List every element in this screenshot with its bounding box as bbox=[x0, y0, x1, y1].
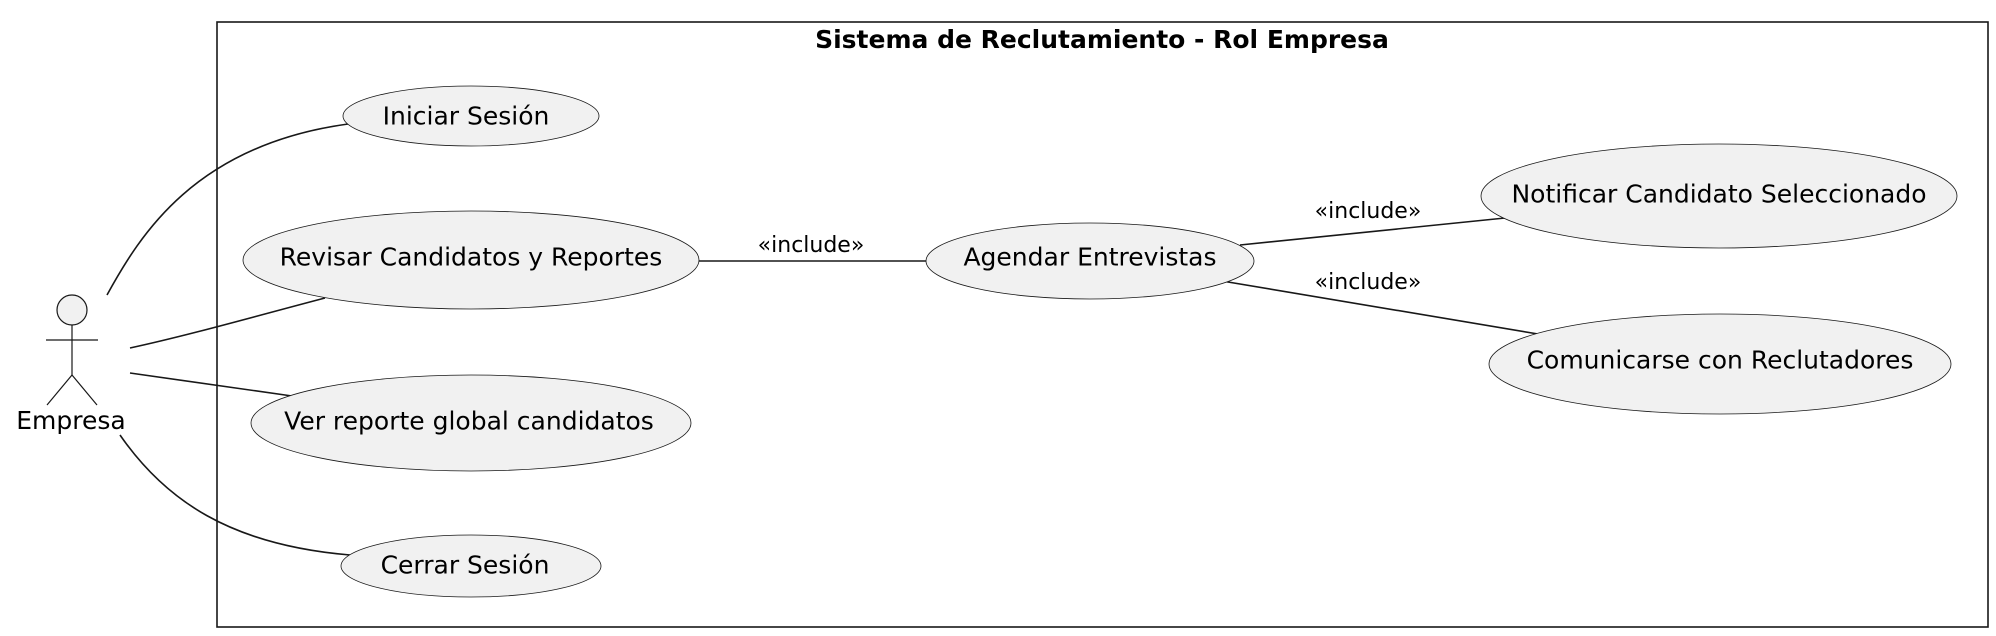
association-revisar-candidatos bbox=[129, 297, 326, 349]
actor-right-leg bbox=[71, 374, 98, 406]
use-case-shape bbox=[1480, 143, 1958, 249]
system-title: Sistema de Reclutamiento - Rol Empresa bbox=[815, 25, 1389, 54]
include-label-comunicarse: «include» bbox=[1315, 270, 1422, 295]
use-case-label: Notificar Candidato Seleccionado bbox=[1511, 180, 1926, 209]
actor-head bbox=[56, 294, 88, 326]
include-label-agendar: «include» bbox=[758, 233, 865, 258]
use-case-shape bbox=[1488, 313, 1952, 415]
use-case-cerrar-sesion[interactable]: Cerrar Sesión bbox=[340, 534, 602, 598]
use-case-label: Iniciar Sesión bbox=[383, 102, 550, 131]
use-case-agendar-entrevistas[interactable]: Agendar Entrevistas bbox=[925, 222, 1255, 300]
use-case-notificar-candidato[interactable]: Notificar Candidato Seleccionado bbox=[1480, 143, 1958, 249]
use-case-ver-reporte-global[interactable]: Ver reporte global candidatos bbox=[250, 374, 692, 472]
association-cerrar-sesion bbox=[119, 434, 351, 556]
use-case-label: Revisar Candidatos y Reportes bbox=[280, 243, 663, 272]
use-case-shape bbox=[250, 374, 692, 472]
use-case-shape bbox=[925, 222, 1255, 300]
use-case-shape bbox=[340, 534, 602, 598]
include-edge-notificar bbox=[1239, 217, 1506, 246]
use-case-comunicarse-reclutadores[interactable]: Comunicarse con Reclutadores bbox=[1488, 313, 1952, 415]
use-case-revisar-candidatos[interactable]: Revisar Candidatos y Reportes bbox=[242, 210, 700, 310]
actor-label: Empresa bbox=[16, 406, 125, 435]
use-case-label: Cerrar Sesión bbox=[381, 551, 550, 580]
include-label-notificar: «include» bbox=[1315, 199, 1422, 224]
use-case-label: Ver reporte global candidatos bbox=[284, 407, 654, 436]
use-case-shape bbox=[242, 210, 700, 310]
use-case-label: Agendar Entrevistas bbox=[963, 243, 1216, 272]
association-ver-reporte bbox=[129, 372, 293, 397]
use-case-iniciar-sesion[interactable]: Iniciar Sesión bbox=[342, 85, 600, 147]
association-iniciar-sesion bbox=[106, 123, 349, 296]
actor-left-leg bbox=[46, 374, 73, 406]
include-edge-comunicarse bbox=[1221, 280, 1539, 335]
actor-empresa[interactable]: Empresa bbox=[16, 294, 126, 435]
use-case-shape bbox=[342, 85, 600, 147]
use-case-label: Comunicarse con Reclutadores bbox=[1527, 346, 1914, 375]
